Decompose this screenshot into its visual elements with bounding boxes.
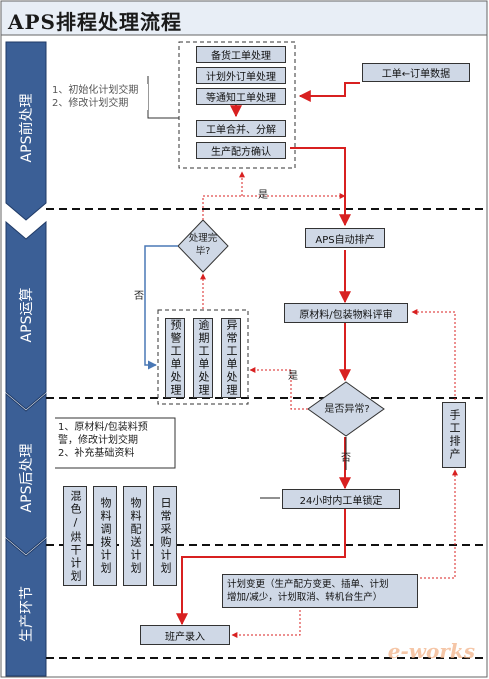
arrow-change-to-manual	[420, 469, 458, 579]
vbox-material-transfer-plan: 物料调拨计划	[93, 486, 117, 586]
watermark-logo: e-works	[387, 639, 475, 663]
pre-note-line-2: 2、修改计划交期	[52, 98, 129, 109]
arrow-lock-to-shift	[176, 508, 346, 626]
page-title: APS排程处理流程	[8, 10, 182, 34]
phase-band-pre	[5, 41, 47, 221]
plan-change-line-2: 增加/减少，计划取消、转机台生产）	[227, 592, 383, 603]
phase-label-calc: APS运算	[19, 287, 35, 343]
phase-band-calc	[5, 220, 47, 410]
label-yes-top: 是	[258, 190, 268, 201]
process-box-formula-confirm: 生产配方确认	[196, 142, 286, 159]
process-box-plan-change: 计划变更（生产配方变更、插单、计划 增加/减少，计划取消、转机台生产）	[222, 574, 418, 608]
arrow-done-no	[144, 245, 178, 370]
post-note-line-3: 2、补充基础资料	[58, 448, 135, 459]
arrow-change-to-shift	[231, 610, 301, 638]
vbox-color-drying-plan: 混色/烘干计划	[63, 486, 87, 586]
vbox-warning-order: 预警工单处理	[165, 318, 185, 398]
pre-note-bracket	[147, 76, 179, 119]
post-note-bracket	[55, 417, 176, 469]
phase-band-post	[5, 392, 47, 555]
process-box-stock-order: 备货工单处理	[196, 46, 286, 63]
phase-label-pre: APS前处理	[19, 93, 35, 163]
process-box-pending-order: 等通知工单处理	[196, 88, 286, 105]
pre-note-line-1: 1、初始化计划交期	[52, 85, 139, 96]
label-no-bottom: 否	[341, 453, 351, 464]
process-box-manual-schedule: 手工排产	[442, 402, 466, 468]
process-box-merge-split: 工单合并、分解	[196, 120, 286, 137]
phase-label-prod: 生产环节	[19, 586, 35, 642]
plan-change-line-1: 计划变更（生产配方变更、插单、计划	[227, 579, 389, 590]
arrow-exception-yes	[249, 367, 308, 410]
arrow-orderdata	[298, 82, 360, 102]
arrow-done-yes	[202, 193, 346, 220]
phase-label-post: APS后处理	[19, 443, 35, 513]
arrow-pre-to-auto	[290, 147, 351, 227]
decision-done-label: 处理完毕?	[188, 233, 218, 257]
decision-diamond-exception	[307, 381, 385, 437]
calc-vbox-group	[157, 309, 249, 405]
vbox-overdue-order: 逾期工单处理	[193, 318, 213, 398]
decision-diamond-done	[177, 219, 229, 273]
decision-exception-label: 是否异常?	[324, 404, 370, 415]
process-box-unplanned-order: 计划外订单处理	[196, 67, 286, 84]
vbox-exception-order: 异常工单处理	[221, 318, 241, 398]
process-box-24h-lock: 24小时内工单锁定	[282, 489, 400, 509]
process-box-material-review: 原材料/包装物料评审	[284, 303, 408, 323]
process-box-aps-auto: APS自动排产	[305, 228, 385, 248]
process-box-shift-entry: 班产录入	[140, 625, 230, 645]
post-note: 1、原材料/包装料预 警，修改计划交期 2、补充基础资料	[58, 421, 174, 460]
pre-note: 1、初始化计划交期 2、修改计划交期	[52, 84, 148, 110]
phase-band-prod	[5, 537, 47, 677]
post-note-line-2: 警，修改计划交期	[58, 435, 138, 446]
arrow-manual-to-review	[411, 309, 456, 400]
vbox-material-delivery-plan: 物料配送计划	[123, 486, 147, 586]
pre-process-group	[178, 41, 296, 169]
order-data-box: 工单←订单数据	[362, 63, 470, 82]
label-yes-mid: 是	[288, 371, 298, 382]
title-bar	[0, 0, 488, 36]
post-note-line-1: 1、原材料/包装料预	[58, 422, 148, 433]
vbox-daily-purchase-plan: 日常采购计划	[153, 486, 177, 586]
label-no-left: 否	[134, 291, 144, 302]
